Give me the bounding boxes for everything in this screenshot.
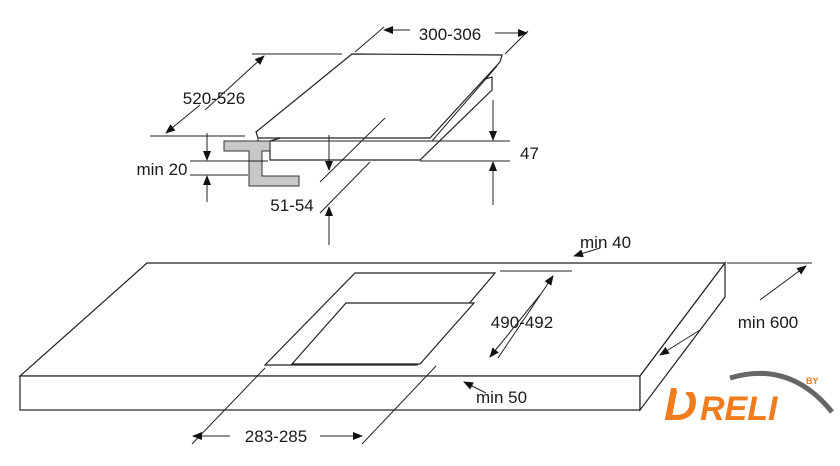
logo-arc — [729, 370, 834, 414]
min-back-label: min 40 — [580, 233, 631, 252]
hob-depth-label: 520-526 — [183, 89, 245, 108]
hob-drawing — [223, 53, 503, 187]
logo-letter-d: D — [664, 378, 697, 430]
worktop-front-face — [19, 375, 641, 411]
install-depth-label: 51-54 — [270, 196, 313, 215]
worktop-side-face — [639, 261, 726, 412]
cutout-width-label: 283-285 — [245, 427, 307, 446]
min-thickness-label: min 20 — [136, 160, 187, 179]
logo-by: BY — [806, 376, 819, 386]
hob-glass-top — [255, 53, 503, 139]
mounting-bracket — [223, 140, 300, 187]
drill-icon — [676, 388, 696, 402]
dreli-logo: D RELI BY — [664, 370, 834, 430]
cutout-dimension-lines — [191, 247, 812, 445]
logo-text: RELI — [700, 390, 779, 428]
min-front-label: min 50 — [476, 388, 527, 407]
worktop-drawing — [18, 261, 727, 412]
cutout-opening — [290, 302, 476, 365]
hob-height-label: 47 — [520, 144, 539, 163]
hob-width-label: 300-306 — [419, 25, 481, 44]
min-depth-label: min 600 — [738, 313, 798, 332]
hob-dimension-lines — [150, 26, 529, 245]
cutout-depth-label: 490-492 — [491, 313, 553, 332]
hob-edge — [257, 65, 498, 142]
